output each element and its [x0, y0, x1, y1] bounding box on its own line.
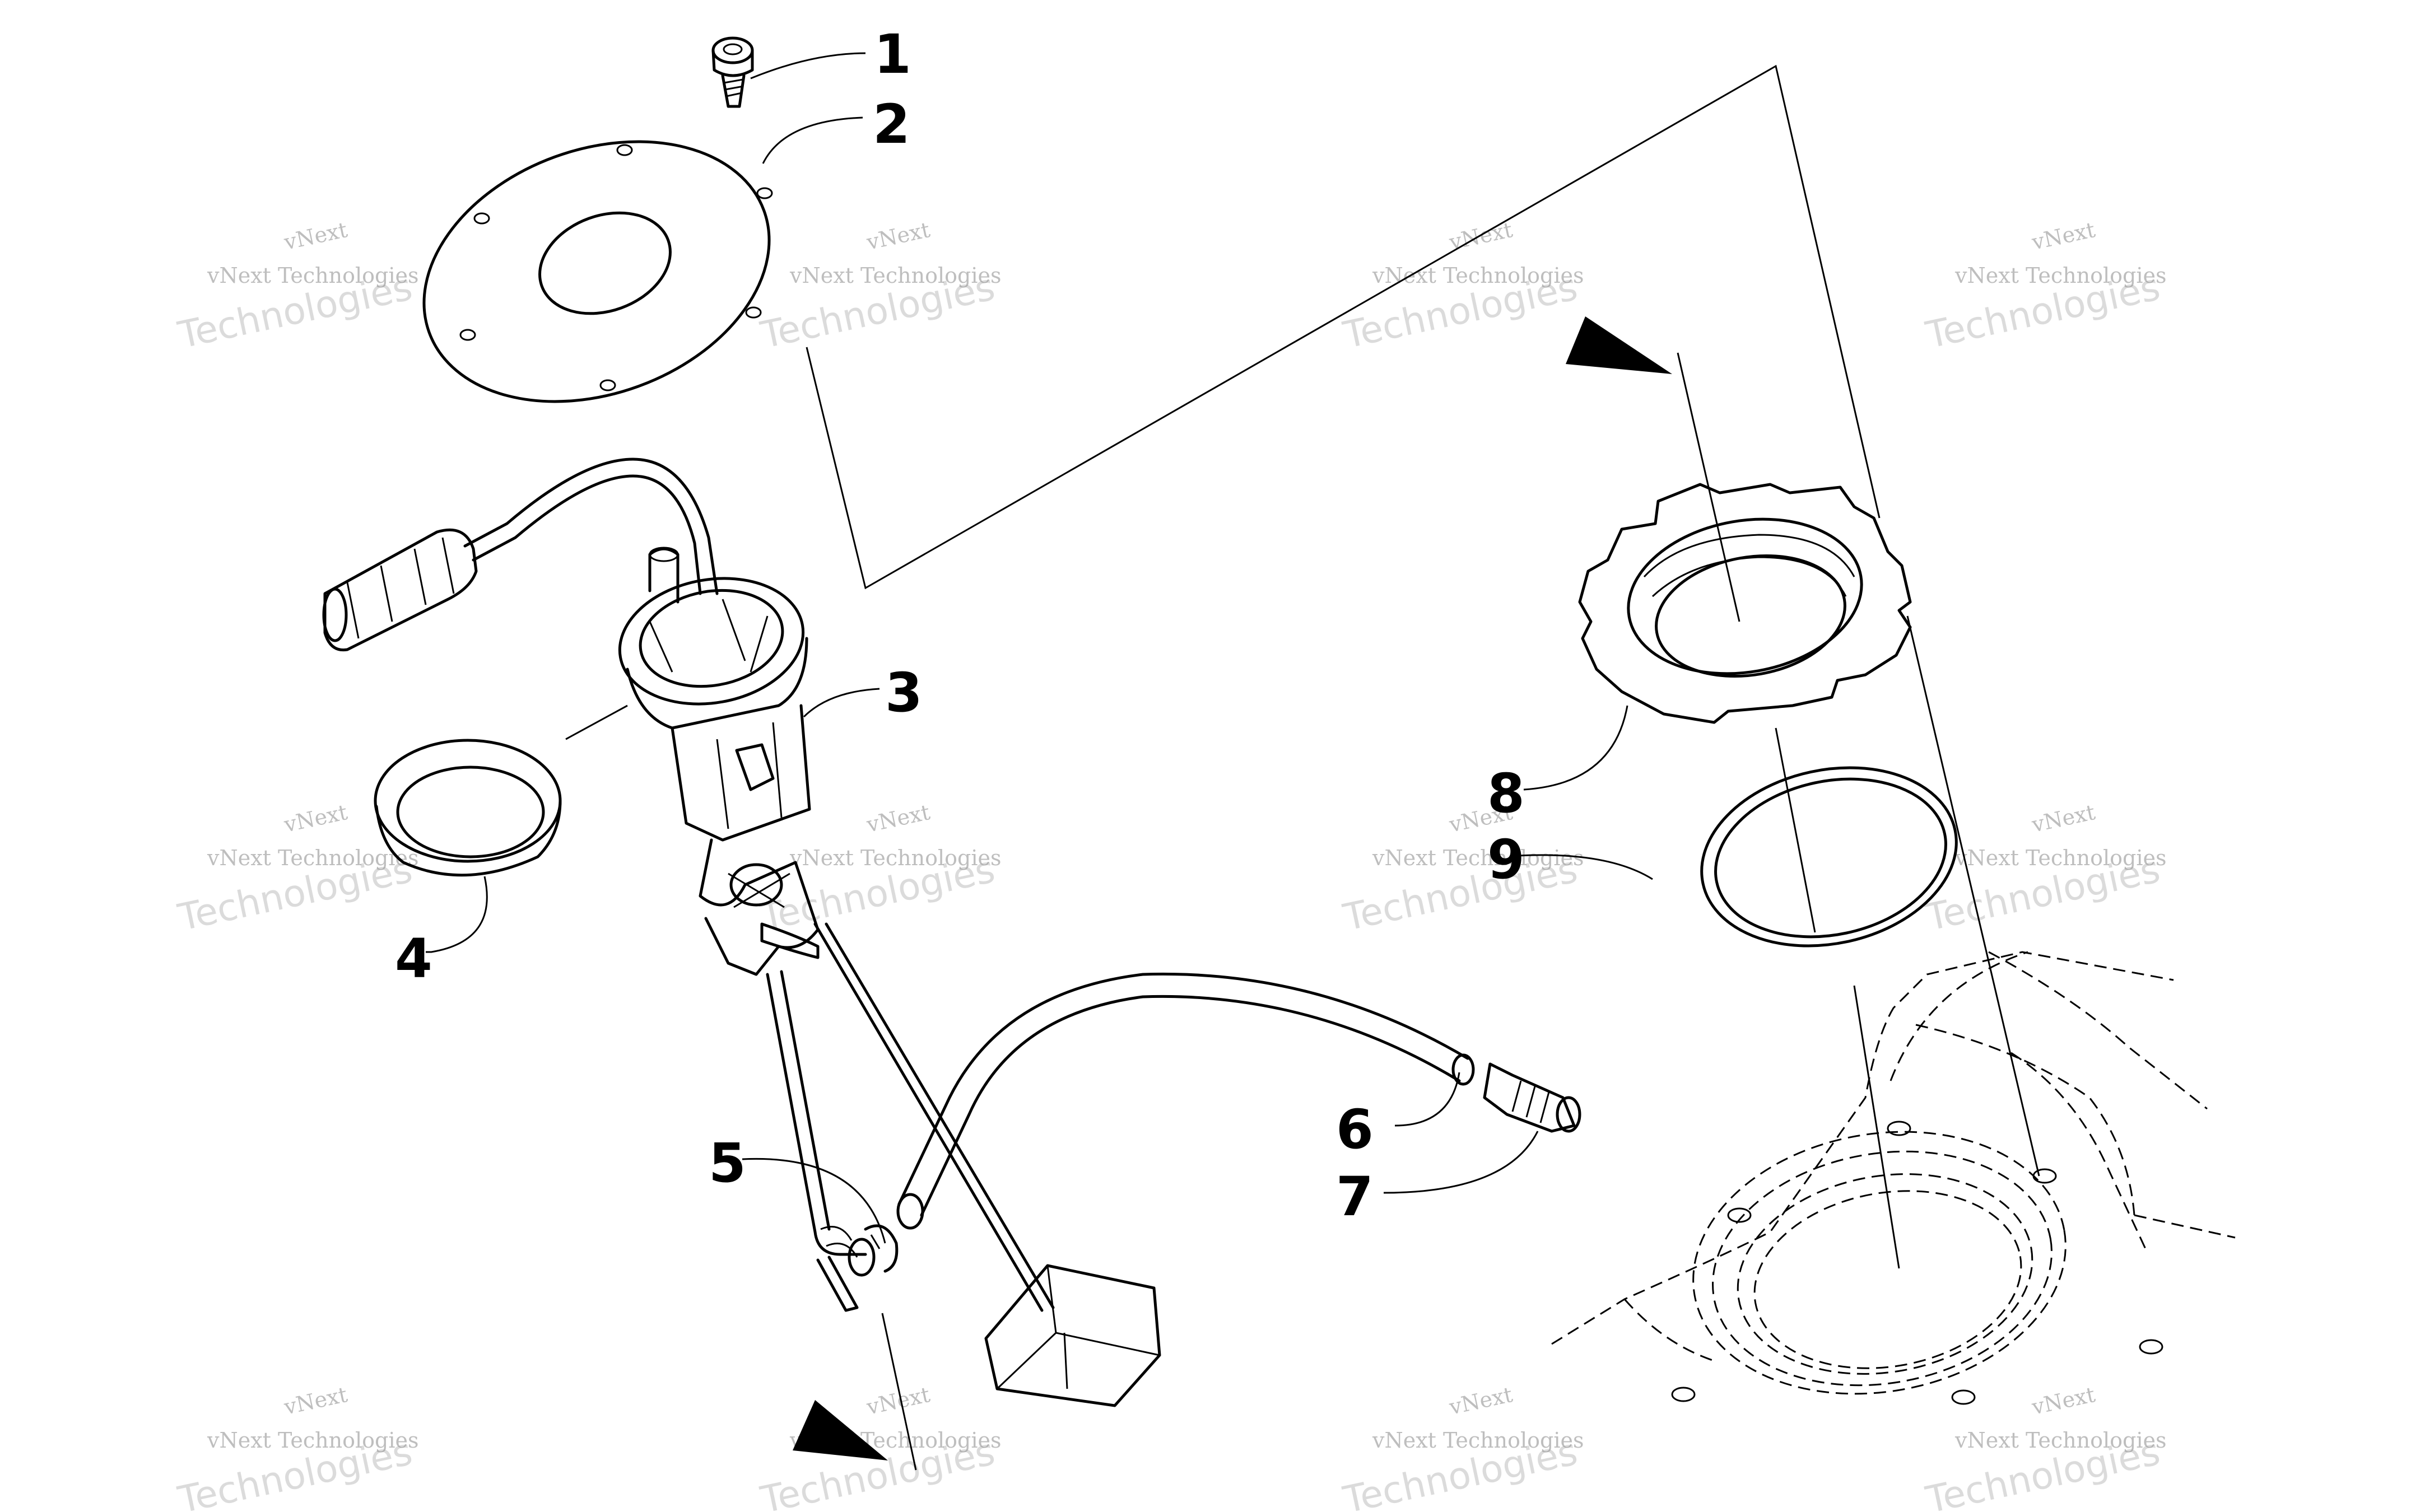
watermark-grid: vNext vNext Technologies Technologies vN…	[174, 217, 2167, 1512]
watermark-line1: vNext	[281, 800, 350, 837]
watermark: vNext vNext Technologies Technologies	[757, 217, 1002, 357]
leader-2	[762, 116, 863, 164]
seal-ring-part	[374, 739, 562, 877]
callout-3: 3	[885, 661, 923, 724]
watermark-line2: vNext Technologies	[1954, 1428, 2166, 1453]
watermark-line1: vNext	[281, 1382, 350, 1420]
watermark-line2: vNext Technologies	[1954, 263, 2166, 288]
leader-7	[1383, 1131, 1539, 1194]
watermark: vNext vNext Technologies Technologies	[1922, 1382, 2167, 1512]
direction-arrow-bottom	[793, 1400, 888, 1460]
leader-8	[1523, 705, 1628, 791]
watermark: vNext vNext Technologies Technologies	[1922, 217, 2167, 357]
hose-clamp-part	[864, 1224, 899, 1273]
watermark-line2: vNext Technologies	[789, 263, 1001, 288]
watermark: vNext vNext Technologies Technologies	[757, 800, 1002, 939]
watermark-line2: vNext Technologies	[1372, 1428, 1584, 1453]
direction-arrow-top	[1566, 316, 1672, 374]
watermark-line2: vNext Technologies	[1372, 263, 1584, 288]
leader-1	[750, 52, 866, 80]
assembly-line-center-low	[1853, 985, 1900, 1269]
leader-3	[803, 688, 880, 718]
screw-part	[711, 36, 754, 108]
watermark-line2: vNext Technologies	[789, 846, 1001, 870]
assembly-line-seal-to-pump	[565, 704, 628, 740]
leader-6	[1394, 1072, 1460, 1127]
watermark-line1: vNext	[1446, 1382, 1515, 1420]
watermark-line1: vNext	[864, 217, 932, 255]
watermark: vNext vNext Technologies Technologies	[1922, 800, 2167, 939]
assembly-line-main	[806, 64, 1881, 590]
leader-5	[742, 1158, 886, 1244]
assembly-line-bottom	[881, 1313, 917, 1471]
watermark-line1: vNext	[2029, 217, 2097, 255]
callout-5: 5	[709, 1132, 746, 1194]
watermark: vNext vNext Technologies Technologies	[1339, 1382, 1584, 1512]
o-ring-part	[1700, 766, 1958, 948]
watermark-line2: vNext Technologies	[207, 263, 418, 288]
callout-9: 9	[1487, 828, 1525, 891]
assembly-line-center-mid	[1775, 727, 1816, 933]
callout-numbers: 1 2 3 4 5 6 7 8 9	[395, 23, 1525, 1228]
watermark: vNext vNext Technologies Technologies	[1339, 217, 1584, 357]
watermark-line2: vNext Technologies	[1954, 846, 2166, 870]
watermark-line2: vNext Technologies	[1372, 846, 1584, 870]
gasket-plate-part	[422, 140, 773, 403]
watermark-line1: vNext	[864, 800, 932, 837]
leader-9	[1518, 854, 1653, 880]
leader-lines	[426, 52, 1653, 1244]
hose-fitting-part	[1483, 1062, 1581, 1133]
fuel-pump-part	[322, 458, 1161, 1407]
lock-ring-part	[1578, 483, 1912, 724]
watermark: vNext vNext Technologies Technologies	[174, 217, 419, 357]
callout-4: 4	[395, 927, 432, 990]
fuel-tank-outline	[1551, 951, 2236, 1405]
watermark: vNext vNext Technologies Technologies	[757, 1382, 1002, 1512]
watermark-line1: vNext	[2029, 800, 2097, 837]
callout-6: 6	[1336, 1098, 1374, 1161]
callout-1: 1	[874, 23, 911, 86]
fuel-hose-part	[896, 972, 1475, 1230]
assembly-line-tank-right	[1906, 615, 2040, 1177]
callout-7: 7	[1336, 1165, 1374, 1228]
leader-4	[426, 876, 488, 953]
callout-2: 2	[873, 93, 910, 156]
watermark-line1: vNext	[281, 217, 350, 255]
watermark: vNext vNext Technologies Technologies	[174, 1382, 419, 1512]
watermark: vNext vNext Technologies Technologies	[1339, 800, 1584, 939]
watermark-line2: vNext Technologies	[207, 846, 418, 870]
watermark-line1: vNext	[2029, 1382, 2097, 1420]
callout-8: 8	[1487, 762, 1525, 825]
watermark-line2: vNext Technologies	[207, 1428, 418, 1453]
